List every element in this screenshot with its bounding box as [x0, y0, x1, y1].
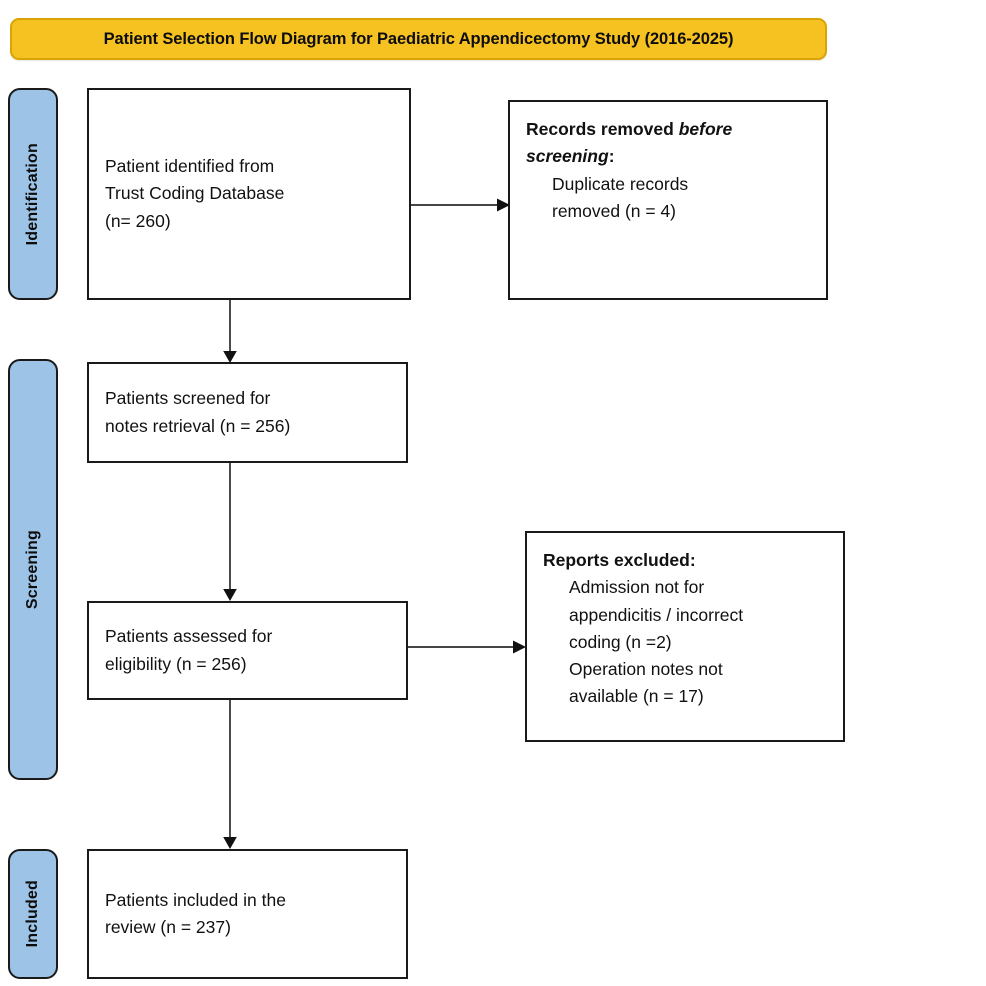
records-removed-item-2: removed (n = 4) [552, 200, 677, 221]
stage-label-identification: Identification [8, 88, 58, 300]
reports-excluded-item-5: available (n = 17) [569, 686, 704, 707]
records-removed-heading: Records removed before screening: [526, 116, 810, 171]
arrow-identified-to-screened-icon [223, 300, 237, 363]
box-records-removed: Records removed before screening: Duplic… [508, 100, 828, 300]
arrow-screened-to-eligibility-icon [223, 463, 237, 601]
reports-excluded-item-1: Admission not for [569, 577, 705, 598]
box-patients-included: Patients included in the review (n = 237… [87, 849, 408, 979]
identified-line-1: Patient identified from [105, 156, 275, 177]
stage-label-screening: Screening [8, 359, 58, 780]
arrow-eligibility-to-excluded-icon [408, 640, 526, 654]
box-patients-identified: Patient identified from Trust Coding Dat… [87, 88, 411, 300]
included-line-2: review (n = 237) [105, 917, 231, 937]
box-patients-screened-text: Patients screened for notes retrieval (n… [89, 385, 406, 440]
identified-line-3: (n= 260) [105, 210, 171, 231]
reports-excluded-item-3: coding (n =2) [569, 631, 672, 652]
stage-label-screening-text: Screening [24, 529, 41, 610]
stage-label-included-text: Included [24, 880, 41, 948]
included-line-1: Patients included in the [105, 889, 286, 910]
identified-line-2: Trust Coding Database [105, 183, 285, 204]
reports-excluded-item-4: Operation notes not [569, 659, 723, 680]
box-records-removed-text: Records removed before screening: Duplic… [510, 102, 826, 225]
screened-line-2: notes retrieval (n = 256) [105, 415, 291, 436]
screened-line-1: Patients screened for [105, 388, 271, 409]
box-patients-included-text: Patients included in the review (n = 237… [89, 887, 406, 942]
eligibility-line-1: Patients assessed for [105, 626, 273, 647]
arrow-eligibility-to-included-icon [223, 700, 237, 849]
box-patients-screened: Patients screened for notes retrieval (n… [87, 362, 408, 463]
diagram-title-text: Patient Selection Flow Diagram for Paedi… [103, 29, 734, 48]
stage-label-identification-text: Identification [24, 142, 41, 246]
eligibility-line-2: eligibility (n = 256) [105, 653, 247, 674]
records-removed-heading-post: : [608, 146, 615, 167]
box-patients-assessed-eligibility-text: Patients assessed for eligibility (n = 2… [89, 623, 406, 678]
box-reports-excluded-text: Reports excluded: Admission not for appe… [527, 533, 843, 711]
reports-excluded-item-2: appendicitis / incorrect [569, 604, 744, 625]
box-patients-assessed-eligibility: Patients assessed for eligibility (n = 2… [87, 601, 408, 700]
records-removed-heading-pre: Records removed [526, 119, 679, 139]
records-removed-heading-emphasis: before screening [526, 119, 733, 167]
box-reports-excluded: Reports excluded: Admission not for appe… [525, 531, 845, 742]
stage-label-included: Included [8, 849, 58, 979]
reports-excluded-heading: Reports excluded: [543, 550, 696, 570]
records-removed-item-1: Duplicate records [552, 173, 689, 194]
diagram-title-banner: Patient Selection Flow Diagram for Paedi… [10, 18, 827, 60]
arrow-identified-to-removed-icon [411, 198, 510, 212]
box-patients-identified-text: Patient identified from Trust Coding Dat… [89, 153, 409, 235]
